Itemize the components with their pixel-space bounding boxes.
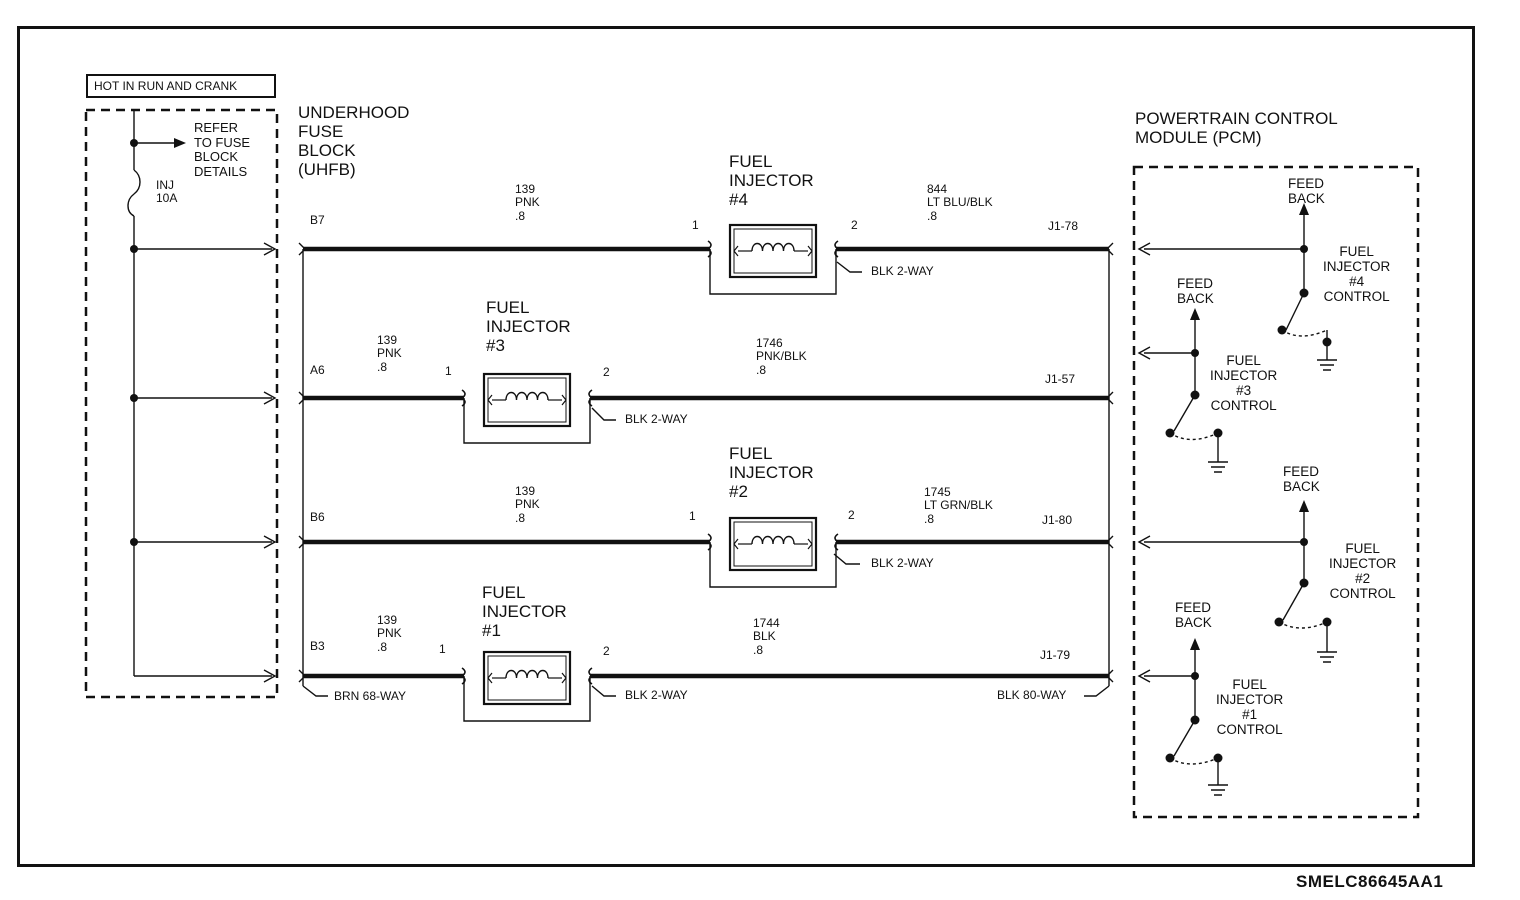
feed-wire-label: 139 PNK .8 (377, 333, 402, 374)
connector-terminal (834, 533, 840, 551)
injector-connector-housing (709, 542, 837, 588)
connector-terminal (588, 667, 594, 685)
refer-arrow-icon (174, 138, 186, 148)
connector-label: BLK 2-WAY (871, 264, 934, 278)
feedback-label: FEED BACK (1283, 464, 1320, 495)
pcm-dashed-box (1132, 165, 1420, 819)
pcm-pin: J1-80 (1042, 513, 1073, 527)
connector-terminal (460, 667, 466, 685)
coil-arrow-icon (733, 538, 813, 550)
injector-connector-housing (463, 676, 591, 722)
connector-terminal (588, 389, 594, 407)
pcm-pin: J1-78 (1048, 219, 1079, 233)
injector-name: FUEL INJECTOR #3 (486, 298, 571, 356)
control-wire-label: 844 LT BLU/BLK .8 (927, 182, 993, 223)
pcm-pin: J1-79 (1040, 648, 1071, 662)
control-wire-label: 1744 BLK .8 (753, 616, 780, 657)
uhfb-connector-label: BRN 68-WAY (334, 689, 407, 703)
pin-1: 1 (689, 509, 696, 523)
connector-label: BLK 2-WAY (625, 412, 688, 426)
fuse-pin: B3 (310, 639, 325, 653)
fuse-symbol (127, 169, 141, 217)
coil-winding (751, 535, 795, 545)
pcm-title: POWERTRAIN CONTROL MODULE (PCM) (1135, 109, 1338, 148)
pin-2: 2 (603, 644, 610, 658)
pcm-connector-label: BLK 80-WAY (997, 688, 1067, 702)
pin-2: 2 (603, 365, 610, 379)
coil-winding (505, 669, 549, 679)
pin-1: 1 (439, 642, 446, 656)
connector-terminal (834, 240, 840, 258)
injector-name: FUEL INJECTOR #4 (729, 152, 814, 210)
coil-winding (751, 242, 795, 252)
diagram-code: SMELC86645AA1 (1296, 872, 1444, 891)
injector-name: FUEL INJECTOR #2 (729, 444, 814, 502)
pin-2: 2 (851, 218, 858, 232)
feedback-label: FEED BACK (1175, 600, 1212, 631)
fuse-pin: B6 (310, 510, 325, 524)
connector-terminal (706, 240, 712, 258)
connector-label: BLK 2-WAY (871, 556, 934, 570)
fuse-pin: A6 (310, 363, 325, 377)
pin-1: 1 (445, 364, 452, 378)
feedback-label: FEED BACK (1288, 176, 1325, 207)
feed-wire-label: 139 PNK .8 (515, 182, 540, 223)
connector-terminal (706, 533, 712, 551)
coil-arrow-icon (487, 394, 567, 406)
feed-wire-label: 139 PNK .8 (515, 484, 540, 525)
coil-arrow-icon (487, 672, 567, 684)
coil-arrow-icon (733, 245, 813, 257)
uhfb-title: UNDERHOOD FUSE BLOCK (UHFB) (298, 103, 410, 180)
pcm-pin: J1-57 (1045, 372, 1076, 386)
pcm-control-label: FUEL INJECTOR #4 CONTROL (1323, 244, 1391, 305)
feed-wire-label: 139 PNK .8 (377, 613, 402, 654)
injector-name: FUEL INJECTOR #1 (482, 583, 567, 641)
connector-label: BLK 2-WAY (625, 688, 688, 702)
control-wire-label: 1745 LT GRN/BLK .8 (924, 485, 993, 526)
pcm-control-label: FUEL INJECTOR #1 CONTROL (1216, 677, 1284, 738)
refer-fuse-note: REFER TO FUSE BLOCK DETAILS (194, 120, 251, 179)
pcm-control-label: FUEL INJECTOR #2 CONTROL (1329, 541, 1397, 602)
coil-winding (505, 391, 549, 401)
fuse-label: INJ 10A (156, 178, 178, 206)
injector-connector-housing (463, 398, 591, 444)
control-wire-label: 1746 PNK/BLK .8 (756, 336, 807, 377)
injector-connector-housing (709, 249, 837, 295)
uhfb-dashed-box (84, 108, 279, 699)
fuse-pin: B7 (310, 213, 325, 227)
pcm-control-label: FUEL INJECTOR #3 CONTROL (1210, 353, 1278, 414)
pin-2: 2 (848, 508, 855, 522)
pin-1: 1 (692, 218, 699, 232)
injector-circuits (303, 223, 1109, 722)
hot-in-run-label: HOT IN RUN AND CRANK (86, 74, 276, 98)
connector-terminal (460, 389, 466, 407)
feedback-label: FEED BACK (1177, 276, 1214, 307)
diagram-frame (17, 26, 1475, 867)
